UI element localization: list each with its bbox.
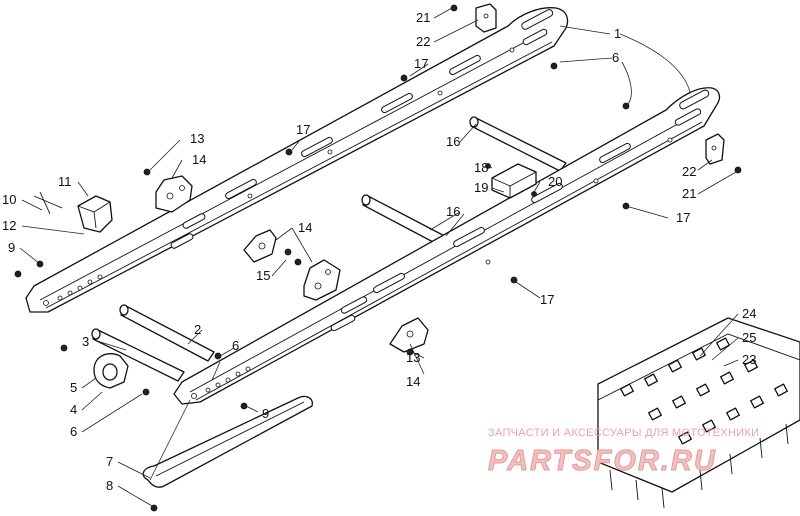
callout-14-center: 14: [298, 220, 312, 235]
callout-6-low: 6: [70, 424, 77, 439]
watermark: ЗАПЧАСТИ И АКСЕССУАРЫ ДЛЯ МОТОТЕХНИКИ PA…: [488, 427, 760, 478]
callout-9-left: 9: [8, 240, 15, 255]
idler-wheel: [93, 353, 129, 389]
bracket-14-lower: [389, 317, 429, 353]
callout-19: 19: [474, 180, 488, 195]
callout-5: 5: [70, 380, 77, 395]
leader-lines: [19, 7, 739, 507]
callout-14-upper: 14: [192, 152, 206, 167]
left-rail-holes: [43, 47, 515, 306]
hyfax-slide: [142, 395, 313, 488]
callout-11: 11: [58, 174, 72, 189]
hardware: [14, 4, 742, 512]
right-rail-slots: [330, 89, 710, 332]
callout-9-right: 9: [262, 406, 269, 421]
callout-23: 23: [742, 352, 756, 367]
left-rail-slots: [170, 9, 554, 249]
watermark-caption: ЗАПЧАСТИ И АКСЕССУАРЫ ДЛЯ МОТОТЕХНИКИ: [488, 427, 759, 439]
callout-1: 1: [614, 26, 621, 41]
callout-22-top: 22: [416, 34, 430, 49]
callout-17-c: 17: [676, 210, 690, 225]
track-lugs: [609, 423, 789, 509]
callout-14-lower: 14: [406, 374, 420, 389]
end-bracket-22-top: [475, 3, 497, 33]
callout-18: 18: [474, 160, 488, 175]
clip-pin-10: [33, 191, 63, 215]
callout-6-mid: 6: [232, 338, 239, 353]
callout-16-mid: 16: [446, 204, 460, 219]
callout-25: 25: [742, 330, 756, 345]
right-slide-rail: [173, 87, 721, 405]
watermark-logo: PARTSFOR.RU: [488, 445, 717, 477]
left-slide-rail: [25, 7, 569, 313]
callout-22-right: 22: [682, 164, 696, 179]
callout-21-top: 21: [416, 10, 430, 25]
track-section: [597, 317, 800, 509]
callout-16-top: 16: [446, 134, 460, 149]
callout-10: 10: [2, 192, 16, 207]
right-rail-holes: [191, 137, 673, 399]
bracket-14-center: [243, 229, 277, 263]
track-clips: [620, 337, 788, 445]
callout-4: 4: [70, 402, 77, 417]
callout-7: 7: [106, 454, 113, 469]
callout-3: 3: [82, 334, 89, 349]
callout-13-upper: 13: [190, 131, 204, 146]
idler-shafts: [91, 304, 215, 382]
callout-6-top: 6: [612, 50, 619, 65]
bracket-14-middle: [303, 259, 341, 301]
rear-cross-shaft: [469, 116, 567, 172]
callout-2: 2: [194, 322, 201, 337]
callout-13-lower: 13: [406, 350, 420, 365]
end-bracket-22-right: [705, 133, 725, 165]
callout-15: 15: [256, 268, 270, 283]
callout-12: 12: [2, 218, 16, 233]
stopper-block: [491, 163, 537, 199]
slide-clip: [77, 195, 113, 233]
callout-17-d: 17: [540, 292, 554, 307]
callout-24: 24: [742, 306, 756, 321]
callout-21-right: 21: [682, 186, 696, 201]
callout-labels: 1 2 3 4 5 6 6 6 7 8 9 9 10 11 12 13 13 1…: [2, 10, 756, 493]
callout-17-a: 17: [414, 56, 428, 71]
callout-17-b: 17: [296, 122, 310, 137]
bracket-14-upper-left: [155, 175, 193, 213]
callout-20: 20: [548, 174, 562, 189]
callout-8: 8: [106, 478, 113, 493]
